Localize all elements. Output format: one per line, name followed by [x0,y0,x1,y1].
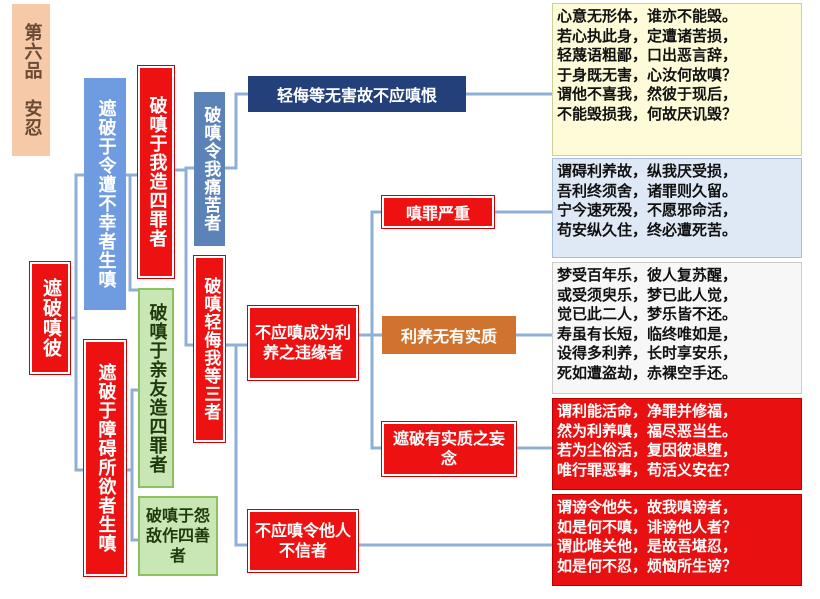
sub-anger-grave: 嗔罪严重 [382,196,494,228]
branch-node-obstruction: 遮破于障碍所欲者生嗔 [84,340,126,576]
verse-3: 梦受百年乐，彼人复苏醒， 或受须臾乐，梦已此人觉， 觉已此二人，梦乐皆不还。 寿… [552,262,802,394]
node-insult-three: 破嗔轻侮我等三者 [194,256,225,442]
verse-5: 谓谤令他失，故我嗔谤者， 如是何不嗔，诽谤他人者？ 谓此唯关他，是故吾堪忍， 如… [552,494,802,586]
root-node: 遮破嗔彼 [30,262,70,374]
node-four-harms-to-me: 破嗔于我造四罪者 [138,66,174,278]
branch-node-misfortune: 遮破于令遭不幸者生嗔 [84,78,126,310]
node-four-goods-to-enemies: 破嗔于怨敌作四善者 [138,496,218,576]
topic-disbelief: 不应嗔令他人不信者 [248,510,358,572]
sub-gain-essenceless: 利养无有实质 [382,316,516,354]
chapter-title: 第六品 安忍 [12,4,50,156]
verse-1: 心意无形体，谁亦不能毁。 若心执此身，定遭诸苦损， 轻蔑语粗鄙，口出恶言辞， 于… [552,3,802,156]
node-causing-pain: 破嗔令我痛苦者 [194,92,225,246]
topic-no-harm: 轻侮等无害故不应嗔恨 [248,76,466,112]
verse-2: 谓碍利养故，纵我厌受损， 吾利终须舍，诸罪则久留。 宁今速死殁，不愿邪命活， 苟… [552,158,802,258]
node-four-harms-to-friends: 破嗔于亲友造四罪者 [138,288,174,488]
verse-4: 谓利能活命，净罪并修福， 然为利养嗔，福尽恶当生。 若为尘俗活，复因彼退堕， 唯… [552,398,802,490]
topic-gain-obstacle: 不应嗔成为利养之违缘者 [248,306,358,380]
sub-refute-essence: 遮破有实质之妄念 [382,422,516,476]
